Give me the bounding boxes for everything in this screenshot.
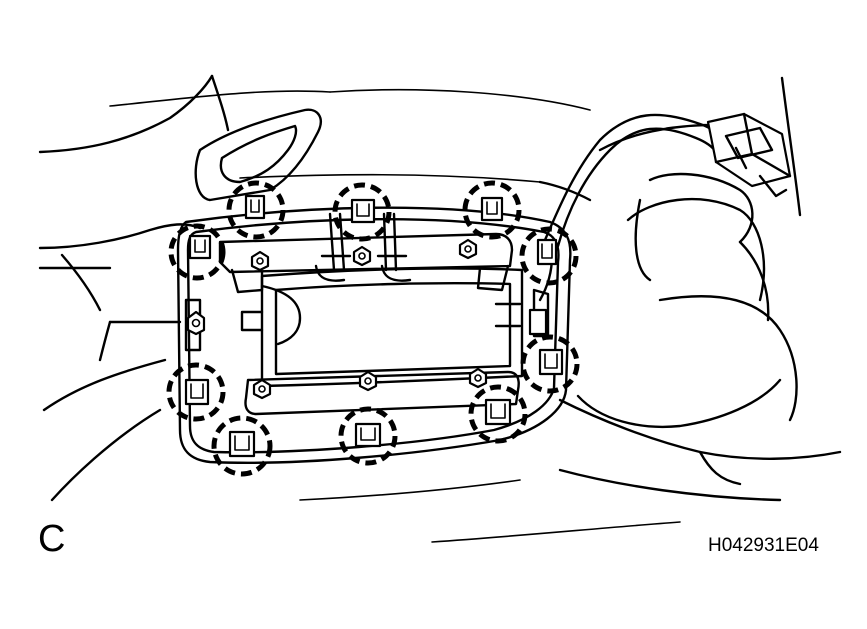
callout-circle-bottom-right <box>468 384 528 444</box>
nut-lower-center <box>358 370 378 392</box>
nut-lower-right <box>468 367 488 389</box>
clip-right-upper <box>536 238 558 266</box>
figure-code-label: H042931E04 <box>708 535 819 556</box>
nut-upper-right <box>458 238 478 260</box>
nut-left-side <box>186 310 206 336</box>
nut-lower-left <box>252 378 272 400</box>
airbag-module <box>240 267 524 388</box>
clip-left-lower <box>184 378 210 406</box>
nut-upper-left <box>250 250 270 272</box>
wire-harness <box>538 113 722 302</box>
clip-left-upper <box>188 234 212 260</box>
callout-circle-bottom-left <box>211 415 273 477</box>
callout-circle-top-right <box>462 180 522 240</box>
callout-circle-left-upper <box>168 223 226 281</box>
clip-right-lower <box>538 348 564 376</box>
harness-connector <box>706 112 792 198</box>
retainer-clips <box>184 194 564 458</box>
callout-circle-right-upper <box>519 226 579 286</box>
callout-circle-top-center <box>332 182 392 242</box>
clip-right-mid <box>528 308 548 336</box>
callout-circle-top-left <box>226 180 286 240</box>
clip-top-right <box>480 196 504 222</box>
nut-upper-center <box>352 245 372 267</box>
clip-top-center <box>350 198 376 224</box>
clip-bottom-right <box>484 398 512 426</box>
clip-top-left <box>244 194 266 220</box>
callout-circle-right-lower <box>520 334 580 394</box>
callout-circle-bottom-center <box>338 406 398 466</box>
mounting-nuts <box>186 238 488 400</box>
view-letter-label: C <box>38 518 66 560</box>
clip-callout-markers <box>166 180 580 477</box>
right-side-component <box>576 197 782 428</box>
clip-bottom-left <box>228 430 256 458</box>
callout-circle-left-lower <box>166 362 226 422</box>
trim-handle <box>194 108 322 202</box>
clip-bottom-center <box>354 422 382 448</box>
